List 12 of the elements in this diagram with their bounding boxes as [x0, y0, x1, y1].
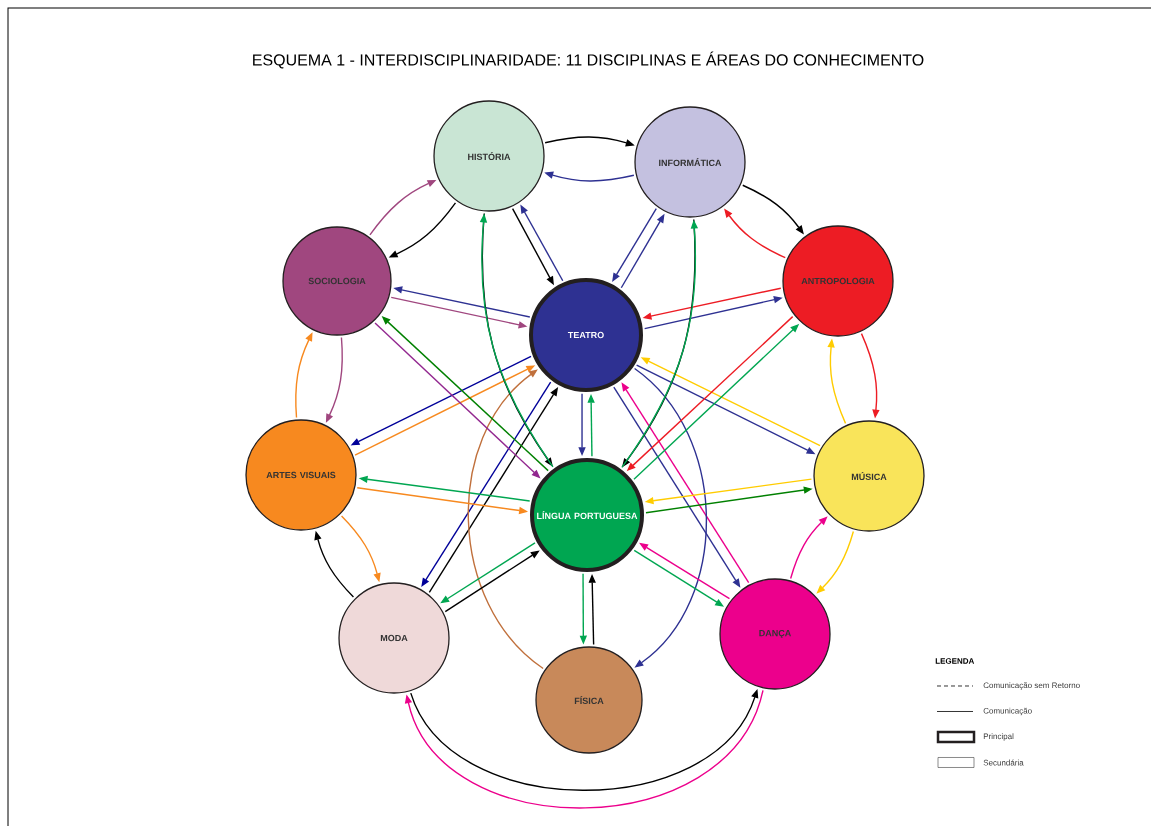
arrow: [404, 689, 764, 809]
arrow: [789, 516, 828, 580]
legend-text: Comunicação sem Retorno: [983, 682, 1080, 690]
arrow: [816, 530, 855, 594]
legend-text: Secundária: [983, 759, 1024, 766]
legend-text: Principal: [983, 733, 1014, 741]
legend-text: Comunicação: [983, 707, 1032, 716]
arrow: [612, 208, 657, 282]
legend-heading: LEGENDA: [935, 658, 975, 664]
arrow: [633, 367, 708, 668]
title: ESQUEMA 1 - INTERDISCIPLINARIDADE: 11 DISCIPLINAS E ÁREAS DO CONHECIMENTO: [253, 51, 924, 69]
arrow: [467, 369, 544, 670]
